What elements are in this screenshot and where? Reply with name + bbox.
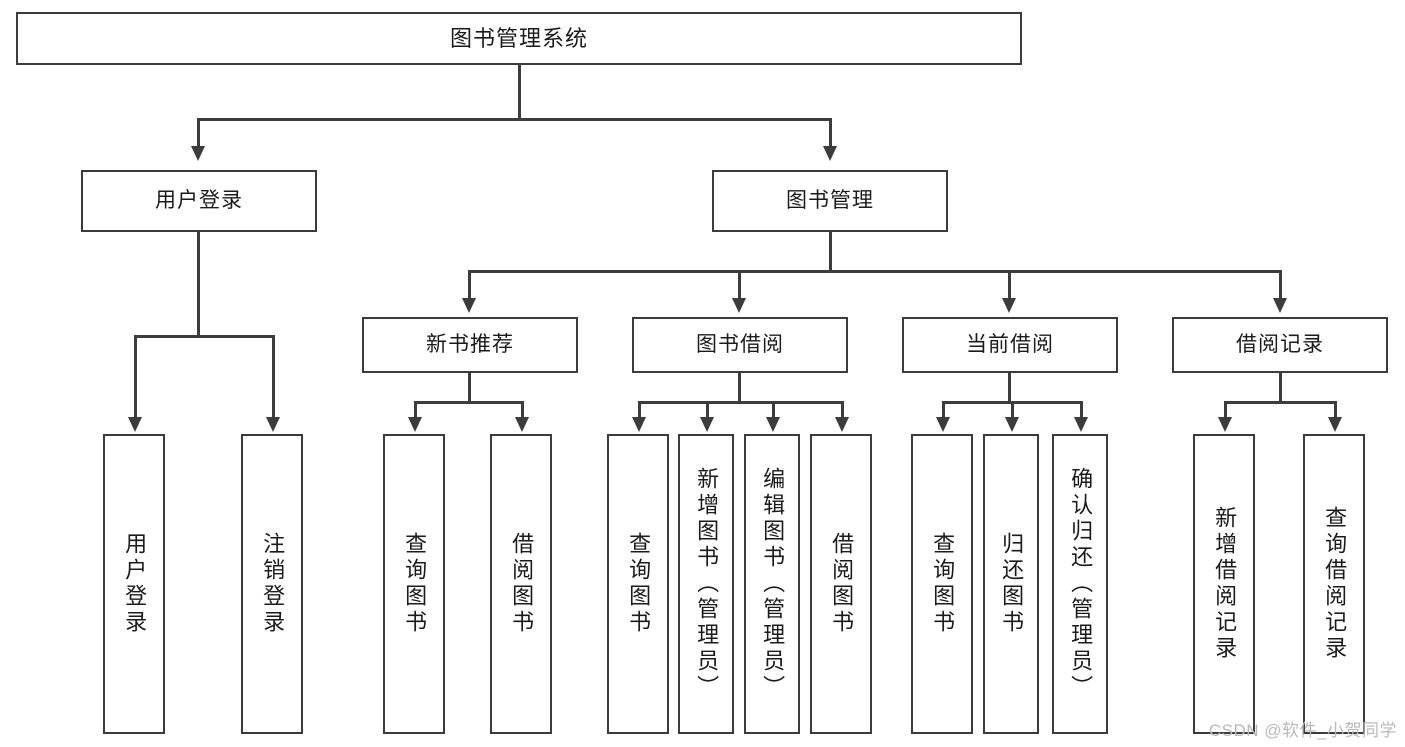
- connector-borrow-record-stem: [1279, 373, 1282, 403]
- arrowhead-book-manage: [823, 146, 837, 161]
- arrowhead-return-book: [1005, 417, 1019, 432]
- node-label: 新增借阅记录: [1212, 506, 1238, 662]
- leaf-user-login[interactable]: 用户登录: [103, 434, 165, 734]
- connector-user-login-stem: [197, 232, 200, 336]
- arrowhead-query-book-3: [936, 417, 950, 432]
- node-label: 借阅图书: [829, 532, 855, 636]
- connector-new-book-bus: [414, 401, 524, 404]
- connector-drop-add-record: [1224, 401, 1227, 419]
- connector-drop-user-login: [197, 118, 200, 148]
- csdn-watermark: CSDN @软件_小贺同学: [1208, 721, 1397, 740]
- node-label: 新增图书（管理员）: [694, 467, 720, 701]
- connector-drop-return-book: [1011, 401, 1014, 419]
- connector-book-borrow-bus: [638, 401, 843, 404]
- connector-drop-add-book: [706, 401, 709, 419]
- node-current-borrow[interactable]: 当前借阅: [902, 317, 1118, 373]
- node-label: 注销登录: [260, 532, 286, 636]
- connector-user-login-bus: [134, 335, 274, 338]
- leaf-borrow-book[interactable]: 借阅图书: [810, 434, 872, 734]
- node-label: 查询图书: [626, 532, 652, 636]
- node-label: 借阅图书: [509, 532, 535, 636]
- arrowhead-query-record: [1328, 417, 1342, 432]
- arrowhead-query-book-1: [408, 417, 422, 432]
- node-book-borrow[interactable]: 图书借阅: [632, 317, 848, 373]
- connector-drop-query-book-1: [414, 401, 417, 419]
- connector-current-borrow-stem: [1008, 373, 1011, 403]
- arrowhead-leaf-logout: [266, 417, 280, 432]
- connector-drop-borrow-record: [1279, 270, 1282, 300]
- leaf-add-borrow-record[interactable]: 新增借阅记录: [1193, 434, 1255, 734]
- arrowhead-leaf-user-login: [128, 417, 142, 432]
- node-label: 图书管理系统: [449, 25, 588, 51]
- arrowhead-new-book: [462, 298, 476, 313]
- node-root-library-system[interactable]: 图书管理系统: [16, 12, 1022, 65]
- leaf-edit-book-admin[interactable]: 编辑图书（管理员）: [744, 434, 800, 734]
- connector-drop-query-record: [1334, 401, 1337, 419]
- connector-borrow-record-bus: [1224, 401, 1336, 404]
- node-new-book-recommend[interactable]: 新书推荐: [362, 317, 578, 373]
- connector-book-manage-stem: [829, 232, 832, 272]
- node-label: 用户登录: [155, 188, 243, 212]
- node-borrow-record[interactable]: 借阅记录: [1172, 317, 1388, 373]
- node-label: 编辑图书（管理员）: [760, 467, 786, 701]
- arrowhead-borrow-book-2: [835, 417, 849, 432]
- connector-drop-query-book-3: [942, 401, 945, 419]
- leaf-query-book-current[interactable]: 查询图书: [911, 434, 973, 734]
- connector-drop-edit-book: [772, 401, 775, 419]
- node-label: 图书借阅: [696, 332, 784, 356]
- connector-level2-bus: [197, 118, 831, 121]
- node-book-management[interactable]: 图书管理: [712, 170, 948, 232]
- connector-drop-borrow-book-2: [841, 401, 844, 419]
- connector-drop-confirm-return: [1080, 401, 1083, 419]
- connector-drop-query-book-2: [638, 401, 641, 419]
- node-label: 图书管理: [786, 188, 874, 212]
- node-label: 确认归还（管理员）: [1068, 467, 1094, 701]
- arrowhead-borrow-record: [1273, 298, 1287, 313]
- connector-drop-new-book: [468, 270, 471, 300]
- leaf-borrow-book-recommend[interactable]: 借阅图书: [490, 434, 552, 734]
- leaf-return-book[interactable]: 归还图书: [983, 434, 1039, 734]
- arrowhead-book-borrow: [732, 298, 746, 313]
- leaf-query-book-recommend[interactable]: 查询图书: [383, 434, 445, 734]
- connector-drop-current-borrow: [1008, 270, 1011, 300]
- arrowhead-borrow-book-1: [515, 417, 529, 432]
- arrowhead-user-login: [191, 146, 205, 161]
- node-label: 当前借阅: [966, 332, 1054, 356]
- arrowhead-add-record: [1218, 417, 1232, 432]
- node-label: 归还图书: [999, 532, 1025, 636]
- node-user-login[interactable]: 用户登录: [81, 170, 317, 232]
- node-label: 查询图书: [402, 532, 428, 636]
- connector-root-stem: [518, 65, 521, 119]
- connector-level3-bus: [468, 270, 1282, 273]
- connector-drop-leaf-logout: [272, 335, 275, 419]
- connector-drop-book-borrow: [738, 270, 741, 300]
- arrowhead-current-borrow: [1002, 298, 1016, 313]
- node-label: 新书推荐: [426, 332, 514, 356]
- connector-new-book-stem: [468, 373, 471, 403]
- leaf-query-book-borrow[interactable]: 查询图书: [607, 434, 669, 734]
- node-label: 用户登录: [122, 532, 148, 636]
- connector-drop-borrow-book-1: [521, 401, 524, 419]
- node-label: 查询借阅记录: [1322, 506, 1348, 662]
- node-label: 借阅记录: [1236, 332, 1324, 356]
- leaf-add-book-admin[interactable]: 新增图书（管理员）: [678, 434, 734, 734]
- connector-book-borrow-stem: [738, 373, 741, 403]
- connector-drop-leaf-user-login: [134, 335, 137, 419]
- arrowhead-query-book-2: [632, 417, 646, 432]
- arrowhead-add-book: [700, 417, 714, 432]
- arrowhead-edit-book: [766, 417, 780, 432]
- connector-drop-book-manage: [829, 118, 832, 148]
- node-label: 查询图书: [930, 532, 956, 636]
- leaf-query-borrow-record[interactable]: 查询借阅记录: [1303, 434, 1365, 734]
- leaf-logout[interactable]: 注销登录: [241, 434, 303, 734]
- leaf-confirm-return-admin[interactable]: 确认归还（管理员）: [1052, 434, 1108, 734]
- arrowhead-confirm-return: [1074, 417, 1088, 432]
